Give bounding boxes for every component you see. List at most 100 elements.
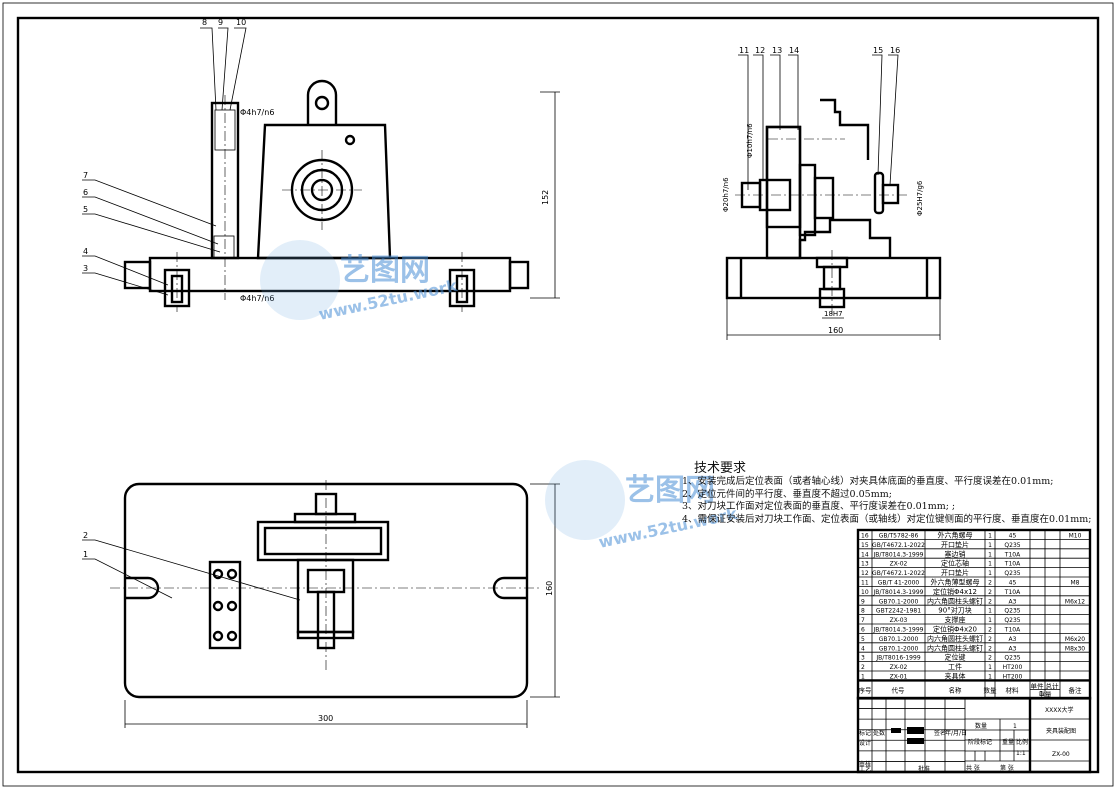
balloon-4: 4 [83, 247, 88, 256]
title-block-design: 设计 [859, 739, 871, 747]
title-block-drawing-no: ZX-00 [1052, 751, 1070, 758]
bom-cell-name: 支撑座 [945, 615, 966, 624]
bom-cell-name: 内六角圆柱头螺钉 [927, 596, 983, 605]
bom-cell-code: GB/T 41-2000 [878, 580, 920, 587]
bom-cell-material: A3 [1009, 636, 1017, 643]
title-block-weight-label: 重量 [1002, 738, 1014, 746]
bom-cell-note: M8 [1071, 580, 1080, 587]
bom-cell-qty: 1 [988, 542, 992, 549]
bom-cell-name: 外六角螺母 [938, 531, 973, 540]
bom-cell-no: 15 [861, 542, 869, 549]
fit-label-top: Φ4h7/n6 [240, 108, 274, 117]
bom-cell-material: HT200 [1003, 664, 1023, 671]
bom-header-qty: 数量 [984, 685, 998, 694]
bom-cell-name: 90°对刀块 [938, 606, 971, 615]
bom-cell-material: A3 [1009, 598, 1017, 605]
balloon-12: 12 [755, 46, 765, 55]
dim-height-152: 152 [541, 190, 550, 205]
watermark-cn-2: 艺图网 [625, 473, 715, 508]
bom-cell-code: GB70.1-2000 [879, 645, 919, 652]
bom-cell-material: Q235 [1004, 570, 1020, 577]
bom-cell-code: ZX-02 [890, 561, 908, 568]
bom-cell-name: 内六角圆柱头螺钉 [927, 643, 983, 652]
bom-cell-no: 7 [861, 617, 865, 624]
bom-cell-material: Q235 [1004, 655, 1020, 662]
title-block-scale: 1:1 [1016, 750, 1026, 757]
bom-cell-no: 5 [861, 636, 865, 643]
bom-cell-qty: 1 [988, 533, 992, 540]
title-block-quantity: 1 [1013, 723, 1017, 730]
balloon-13: 13 [772, 46, 782, 55]
bom-cell-qty: 1 [988, 664, 992, 671]
bom-cell-qty: 1 [988, 551, 992, 558]
bom-cell-qty: 2 [988, 589, 992, 596]
bom-cell-material: T10A [1004, 589, 1021, 596]
bom-cell-name: 开口垫片 [941, 568, 969, 577]
bom-cell-qty: 2 [988, 636, 992, 643]
bom-cell-qty: 1 [988, 570, 992, 577]
balloon-10: 10 [236, 18, 246, 27]
bom-cell-qty: 1 [988, 674, 992, 681]
bom-cell-code: JB/T8014.3-1999 [872, 551, 923, 558]
bom-cell-qty: 1 [988, 617, 992, 624]
watermark-cn: 艺图网 [340, 253, 430, 288]
bom-cell-name: 夹具体 [945, 672, 966, 681]
balloon-16: 16 [890, 46, 900, 55]
tech-requirement-2: 2、定位元件间的平行度、垂直度不超过0.05mm; [682, 488, 892, 500]
bom-cell-no: 8 [861, 608, 865, 615]
redacted-box [907, 727, 924, 734]
bom-cell-code: GB/T5782-86 [879, 533, 919, 540]
bom-cell-no: 11 [861, 580, 869, 587]
bom-cell-note: M10 [1069, 533, 1082, 540]
title-block-count: 处数 [873, 729, 885, 737]
bom-cell-qty: 2 [988, 645, 992, 652]
fit-label-bottom: Φ4h7/n6 [240, 294, 274, 303]
balloon-6: 6 [83, 188, 88, 197]
bom-cell-note: M8x30 [1065, 645, 1085, 652]
dim-key-18H7: 18H7 [824, 310, 843, 318]
title-block-scale-label: 比例 [1016, 738, 1028, 746]
bom-cell-qty: 2 [988, 655, 992, 662]
bom-cell-material: T10A [1004, 561, 1021, 568]
dim-length-300: 300 [318, 714, 333, 723]
balloon-9: 9 [218, 18, 223, 27]
fit-pin: Φ10h7/n6 [746, 123, 754, 158]
bom-cell-no: 4 [861, 645, 865, 652]
bom-cell-code: GBT2242-1981 [876, 608, 921, 615]
bom-cell-no: 16 [861, 533, 869, 540]
bom-cell-material: A3 [1009, 645, 1017, 652]
balloon-14: 14 [789, 46, 799, 55]
bom-header-no: 序号 [859, 685, 873, 694]
front-view: 152 Φ4h7/n6 Φ4h7/n6 8 9 10 7 6 5 4 3 [82, 18, 560, 312]
bom-cell-qty: 2 [988, 627, 992, 634]
bom-cell-name: 定位芯轴 [941, 559, 969, 568]
redacted-box [891, 728, 901, 733]
bom-cell-no: 6 [861, 627, 865, 634]
bom-cell-no: 14 [861, 551, 869, 558]
title-block-review: 审核 [859, 760, 871, 768]
bom-cell-qty: 1 [988, 608, 992, 615]
balloon-15: 15 [873, 46, 883, 55]
balloon-11: 11 [739, 46, 749, 55]
bom-header-weight: 重量 [1039, 690, 1053, 698]
bom-cell-code: GB/T4672.1-2022 [872, 542, 925, 549]
tech-requirements-title: 技术要求 [694, 461, 747, 476]
tech-requirement-1: 1、安装完成后定位表面（或者轴心线）对夹具体底面的垂直度、平行度误差在0.01m… [682, 476, 1054, 487]
bom-cell-name: 外六角薄型螺母 [931, 578, 980, 587]
tech-requirements: 技术要求 1、安装完成后定位表面（或者轴心线）对夹具体底面的垂直度、平行度误差在… [682, 462, 1091, 526]
bom-cell-name: 工件 [948, 662, 962, 671]
bom-header-code: 代号 [892, 685, 906, 694]
bom-cell-name: 塞边销 [945, 549, 966, 558]
bom-cell-code: ZX-01 [890, 674, 908, 681]
bom-cell-name: 定位销Φ4x20 [933, 625, 977, 634]
bom-cell-qty: 2 [988, 580, 992, 587]
bom-cell-material: Q235 [1004, 608, 1020, 615]
bom-cell-material: T10A [1004, 551, 1021, 558]
bom-header-name: 名称 [949, 685, 963, 694]
bom-cell-no: 10 [861, 589, 869, 596]
tech-requirement-4: 4、需保证安装后对刀块工作面、定位表面（或轴线）对定位键侧面的平行度、垂直度在0… [682, 513, 1092, 525]
bom-cell-name: 定位销Φ4x12 [933, 587, 977, 596]
bom-cell-code: GB70.1-2000 [879, 598, 919, 605]
